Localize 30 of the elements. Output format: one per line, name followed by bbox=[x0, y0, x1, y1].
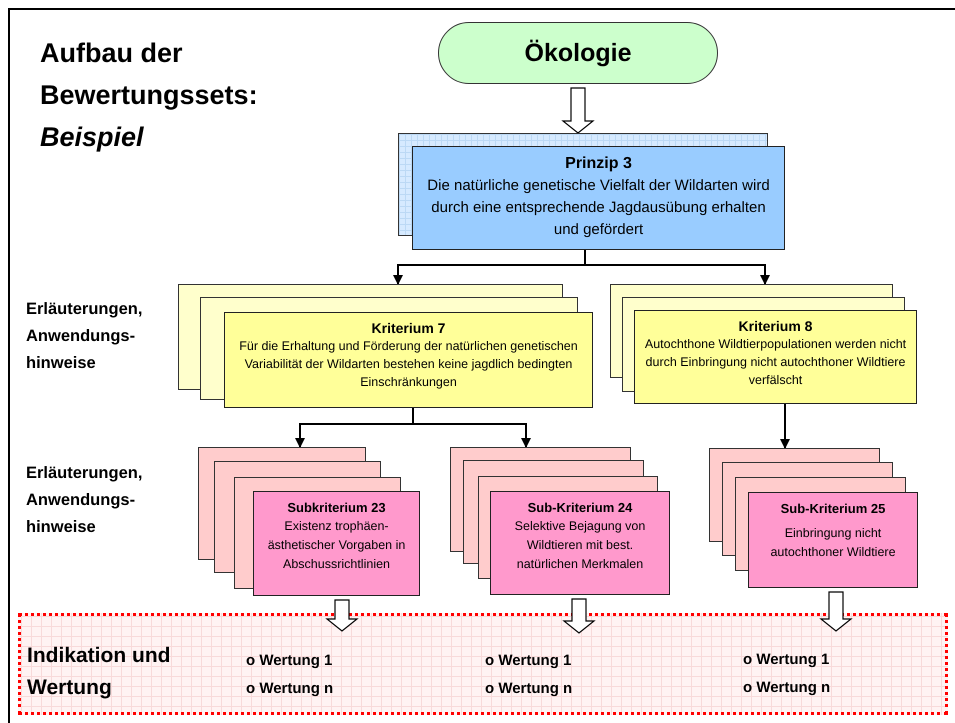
card-text: Die natürliche genetische Vielfalt der Wildarten wird durch eine entsprechende Jagdausübung erhalten und gefördert bbox=[426, 176, 771, 240]
card-heading: Prinzip 3 bbox=[565, 154, 632, 174]
rating-item: o Wertung n bbox=[743, 678, 832, 698]
dotted-band bbox=[18, 613, 948, 715]
card-heading: Subkriterium 23 bbox=[287, 499, 386, 517]
hollow-block-arrow bbox=[561, 87, 595, 134]
card-heading: Kriterium 8 bbox=[738, 317, 812, 335]
rating-item: o Wertung n bbox=[485, 679, 574, 699]
card-text: Autochthone Wildtierpopulationen werden nicht durch Einbringung nicht autochthoner Wildtiere verfälscht bbox=[644, 336, 908, 389]
rating-item: o Wertung 1 bbox=[743, 650, 830, 670]
card-text: Selektive Bejagung von Wildtieren mit best. natürlichen Merkmalen bbox=[514, 518, 646, 573]
arrow bbox=[412, 408, 531, 448]
hollow-block-arrow bbox=[325, 599, 359, 632]
side-note: Erläuterungen, Anwendungs- hinweise bbox=[26, 299, 144, 374]
arrow bbox=[780, 404, 790, 449]
terminal-shape: Ökologie bbox=[438, 22, 718, 84]
card-heading: Sub-Kriterium 24 bbox=[528, 499, 632, 517]
band-heading: Indikation und Wertung bbox=[27, 643, 172, 701]
side-note: Erläuterungen, Anwendungs- hinweise bbox=[26, 463, 144, 538]
card-text: Für die Erhaltung und Förderung der natürlichen genetischen Variabilität der Wildarten bestehen keine jagdlich bedingten Einschränkungen bbox=[238, 338, 579, 391]
card-text: Existenz trophäen-ästhetischer Vorgaben in Abschussrichtlinien bbox=[266, 518, 406, 573]
diagram-title: Aufbau der Bewertungssets: Beispiel bbox=[40, 37, 259, 154]
rating-item: o Wertung n bbox=[246, 679, 334, 699]
hollow-block-arrow bbox=[562, 598, 596, 634]
rating-item: o Wertung 1 bbox=[246, 651, 334, 671]
hollow-block-arrow bbox=[819, 591, 853, 632]
card-text: Einbringung nicht autochthoner Wildtiere bbox=[769, 525, 897, 561]
rating-item: o Wertung 1 bbox=[485, 651, 572, 671]
card-heading: Sub-Kriterium 25 bbox=[780, 500, 886, 518]
card-heading: Kriterium 7 bbox=[372, 319, 446, 337]
